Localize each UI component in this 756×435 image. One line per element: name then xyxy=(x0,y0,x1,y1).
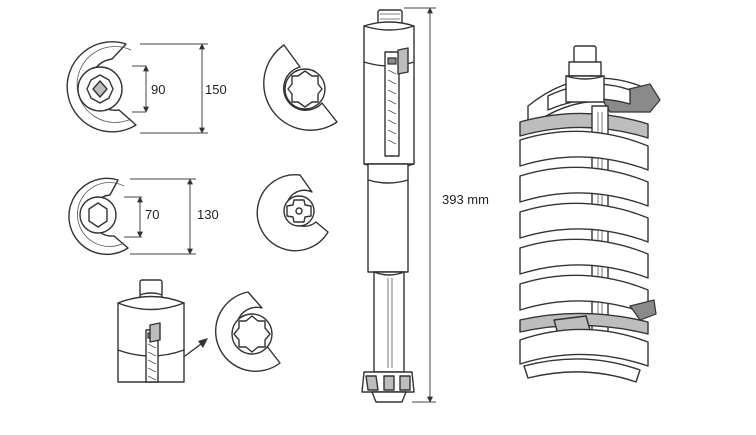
dimension-label-150: 150 xyxy=(205,82,227,97)
dimension-393mm: 393 mm xyxy=(404,7,489,403)
tool-end-detail xyxy=(117,279,185,383)
dimension-label-393mm: 393 mm xyxy=(442,192,489,207)
dimension-150: 150 xyxy=(140,43,227,134)
dimension-130: 130 xyxy=(130,178,219,255)
dimension-label-70: 70 xyxy=(145,207,159,222)
compressed-spring-assembly xyxy=(519,45,661,383)
dimension-90: 90 xyxy=(132,65,165,113)
fitting-arrow xyxy=(184,338,208,357)
large-spring-cup-top-view xyxy=(66,41,137,133)
large-spring-cup-underside-view xyxy=(263,44,338,131)
dimension-label-90: 90 xyxy=(151,82,165,97)
spring-compressor-tool xyxy=(361,9,415,403)
small-spring-cup-top-view xyxy=(68,177,129,256)
spring-cup-detail-view xyxy=(214,291,281,372)
small-spring-cup-underside-view xyxy=(256,174,329,252)
dimension-label-130: 130 xyxy=(197,207,219,222)
dimension-70: 70 xyxy=(124,196,159,238)
